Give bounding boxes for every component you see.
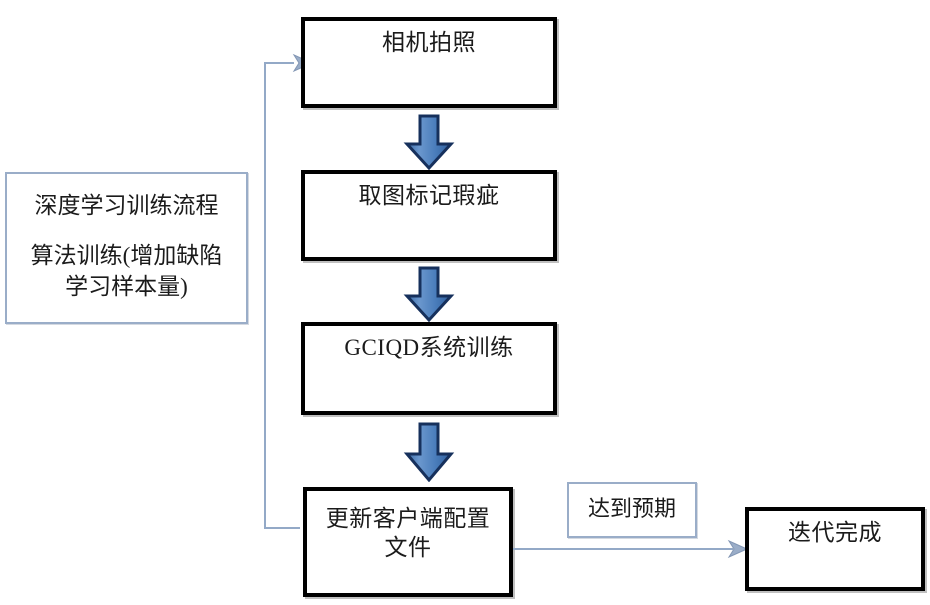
block-arrow-training-to-update [403,422,455,482]
note-panel-line-2: 算法训练(增加缺陷 学习样本量) [30,243,223,300]
node-camera[interactable]: 相机拍照 [301,17,557,108]
block-arrow-camera-to-mark [403,114,455,170]
connector-update-to-done [513,539,749,559]
note-panel: 深度学习训练流程 算法训练(增加缺陷 学习样本量) [5,172,248,324]
node-update-client-config-label: 更新客户端配置 文件 [325,506,491,560]
node-gciqd-training[interactable]: GCIQD系统训练 [301,322,557,415]
block-arrow-mark-to-training [403,266,455,322]
node-mark-defects-label: 取图标记瑕疵 [358,183,500,208]
feedback-loop-connector [264,53,314,529]
node-iteration-complete[interactable]: 迭代完成 [745,507,925,591]
edge-label-expected: 达到预期 [567,482,697,538]
node-gciqd-training-label: GCIQD系统训练 [344,335,514,360]
node-mark-defects[interactable]: 取图标记瑕疵 [301,170,557,261]
node-update-client-config[interactable]: 更新客户端配置 文件 [303,487,513,597]
note-panel-line-1: 深度学习训练流程 [34,193,219,218]
edge-label-expected-text: 达到预期 [587,496,676,521]
node-iteration-complete-label: 迭代完成 [788,520,882,545]
node-camera-label: 相机拍照 [382,30,476,55]
